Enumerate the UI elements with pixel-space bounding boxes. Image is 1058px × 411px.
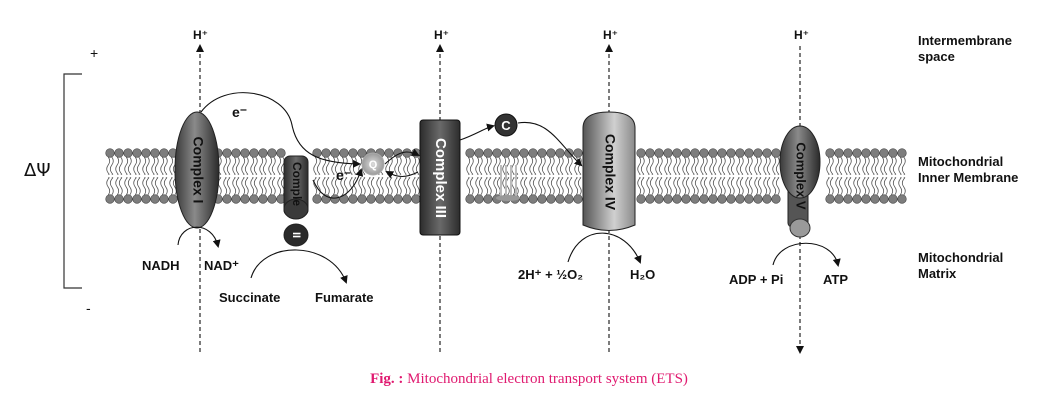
lipid-bilayer [105, 148, 907, 204]
label-atp: ATP [823, 272, 849, 287]
complex-i-label: Complex I [190, 137, 206, 204]
proton-label-2: H⁺ [434, 28, 449, 42]
ubiquinone-q: Q [361, 152, 385, 176]
succinate-arc [250, 249, 348, 284]
caption-text: Mitochondrial electron transport system … [403, 371, 688, 387]
electron-path-iii-to-q [385, 171, 419, 179]
label-oxygen: 2H⁺ + ½O₂ [518, 267, 584, 282]
electron-label-2: e⁻ [336, 167, 351, 183]
complex-iii: Complex III [419, 119, 461, 236]
cytochrome-c: C [494, 113, 518, 137]
complex-i: Complex I [174, 111, 220, 229]
proton-label-1: H⁺ [193, 28, 208, 42]
complex-ii-label: Comple [290, 162, 304, 206]
nadh-arc [177, 226, 221, 248]
electron-path-c-to-iv [517, 121, 583, 167]
negative-sign: - [86, 300, 91, 316]
complex-v-label: Complex V [794, 142, 809, 210]
proton-label-3: H⁺ [603, 28, 618, 42]
c-label: C [501, 118, 511, 133]
label-adp: ADP + Pi [729, 272, 784, 287]
label-fumarate: Fumarate [315, 290, 374, 305]
label-nadh: NADH [142, 258, 180, 273]
channel-element [496, 165, 520, 201]
label-succinate: Succinate [219, 290, 281, 305]
proton-pump-arrows [196, 44, 804, 354]
electron-path-complex-i [200, 92, 361, 168]
label-water: H₂O [630, 267, 656, 282]
atp-arc [772, 242, 841, 267]
figure-caption: Fig. : Mitochondrial electron transport … [0, 371, 1058, 388]
electron-path-q-to-iii [384, 148, 420, 165]
q-label: Q [369, 159, 378, 171]
electron-label: e⁻ [232, 104, 247, 120]
complex-iv: Complex IV [582, 111, 636, 231]
proton-label-4: H⁺ [794, 28, 809, 42]
membrane-potential-symbol: ΔΨ [24, 160, 51, 181]
positive-sign: + [90, 45, 99, 61]
complex-ii-roman: II [290, 232, 302, 238]
complex-iii-label: Complex III [432, 138, 449, 218]
electron-path-complex-ii [312, 168, 364, 199]
complex-ii: Comple II [283, 155, 309, 247]
region-intermembrane: Intermembrane space [918, 33, 1012, 64]
complex-iv-label: Complex IV [602, 134, 618, 211]
label-nad: NAD⁺ [204, 258, 240, 273]
region-matrix: Mitochondrial Matrix [918, 250, 1004, 281]
electron-path-iii-to-c [459, 123, 495, 141]
oxygen-arc [567, 232, 642, 264]
potential-bracket [63, 73, 82, 289]
region-inner-membrane: Mitochondrial Inner Membrane [918, 154, 1019, 185]
caption-prefix: Fig. : [370, 371, 404, 387]
complex-v: Complex V [779, 125, 821, 238]
